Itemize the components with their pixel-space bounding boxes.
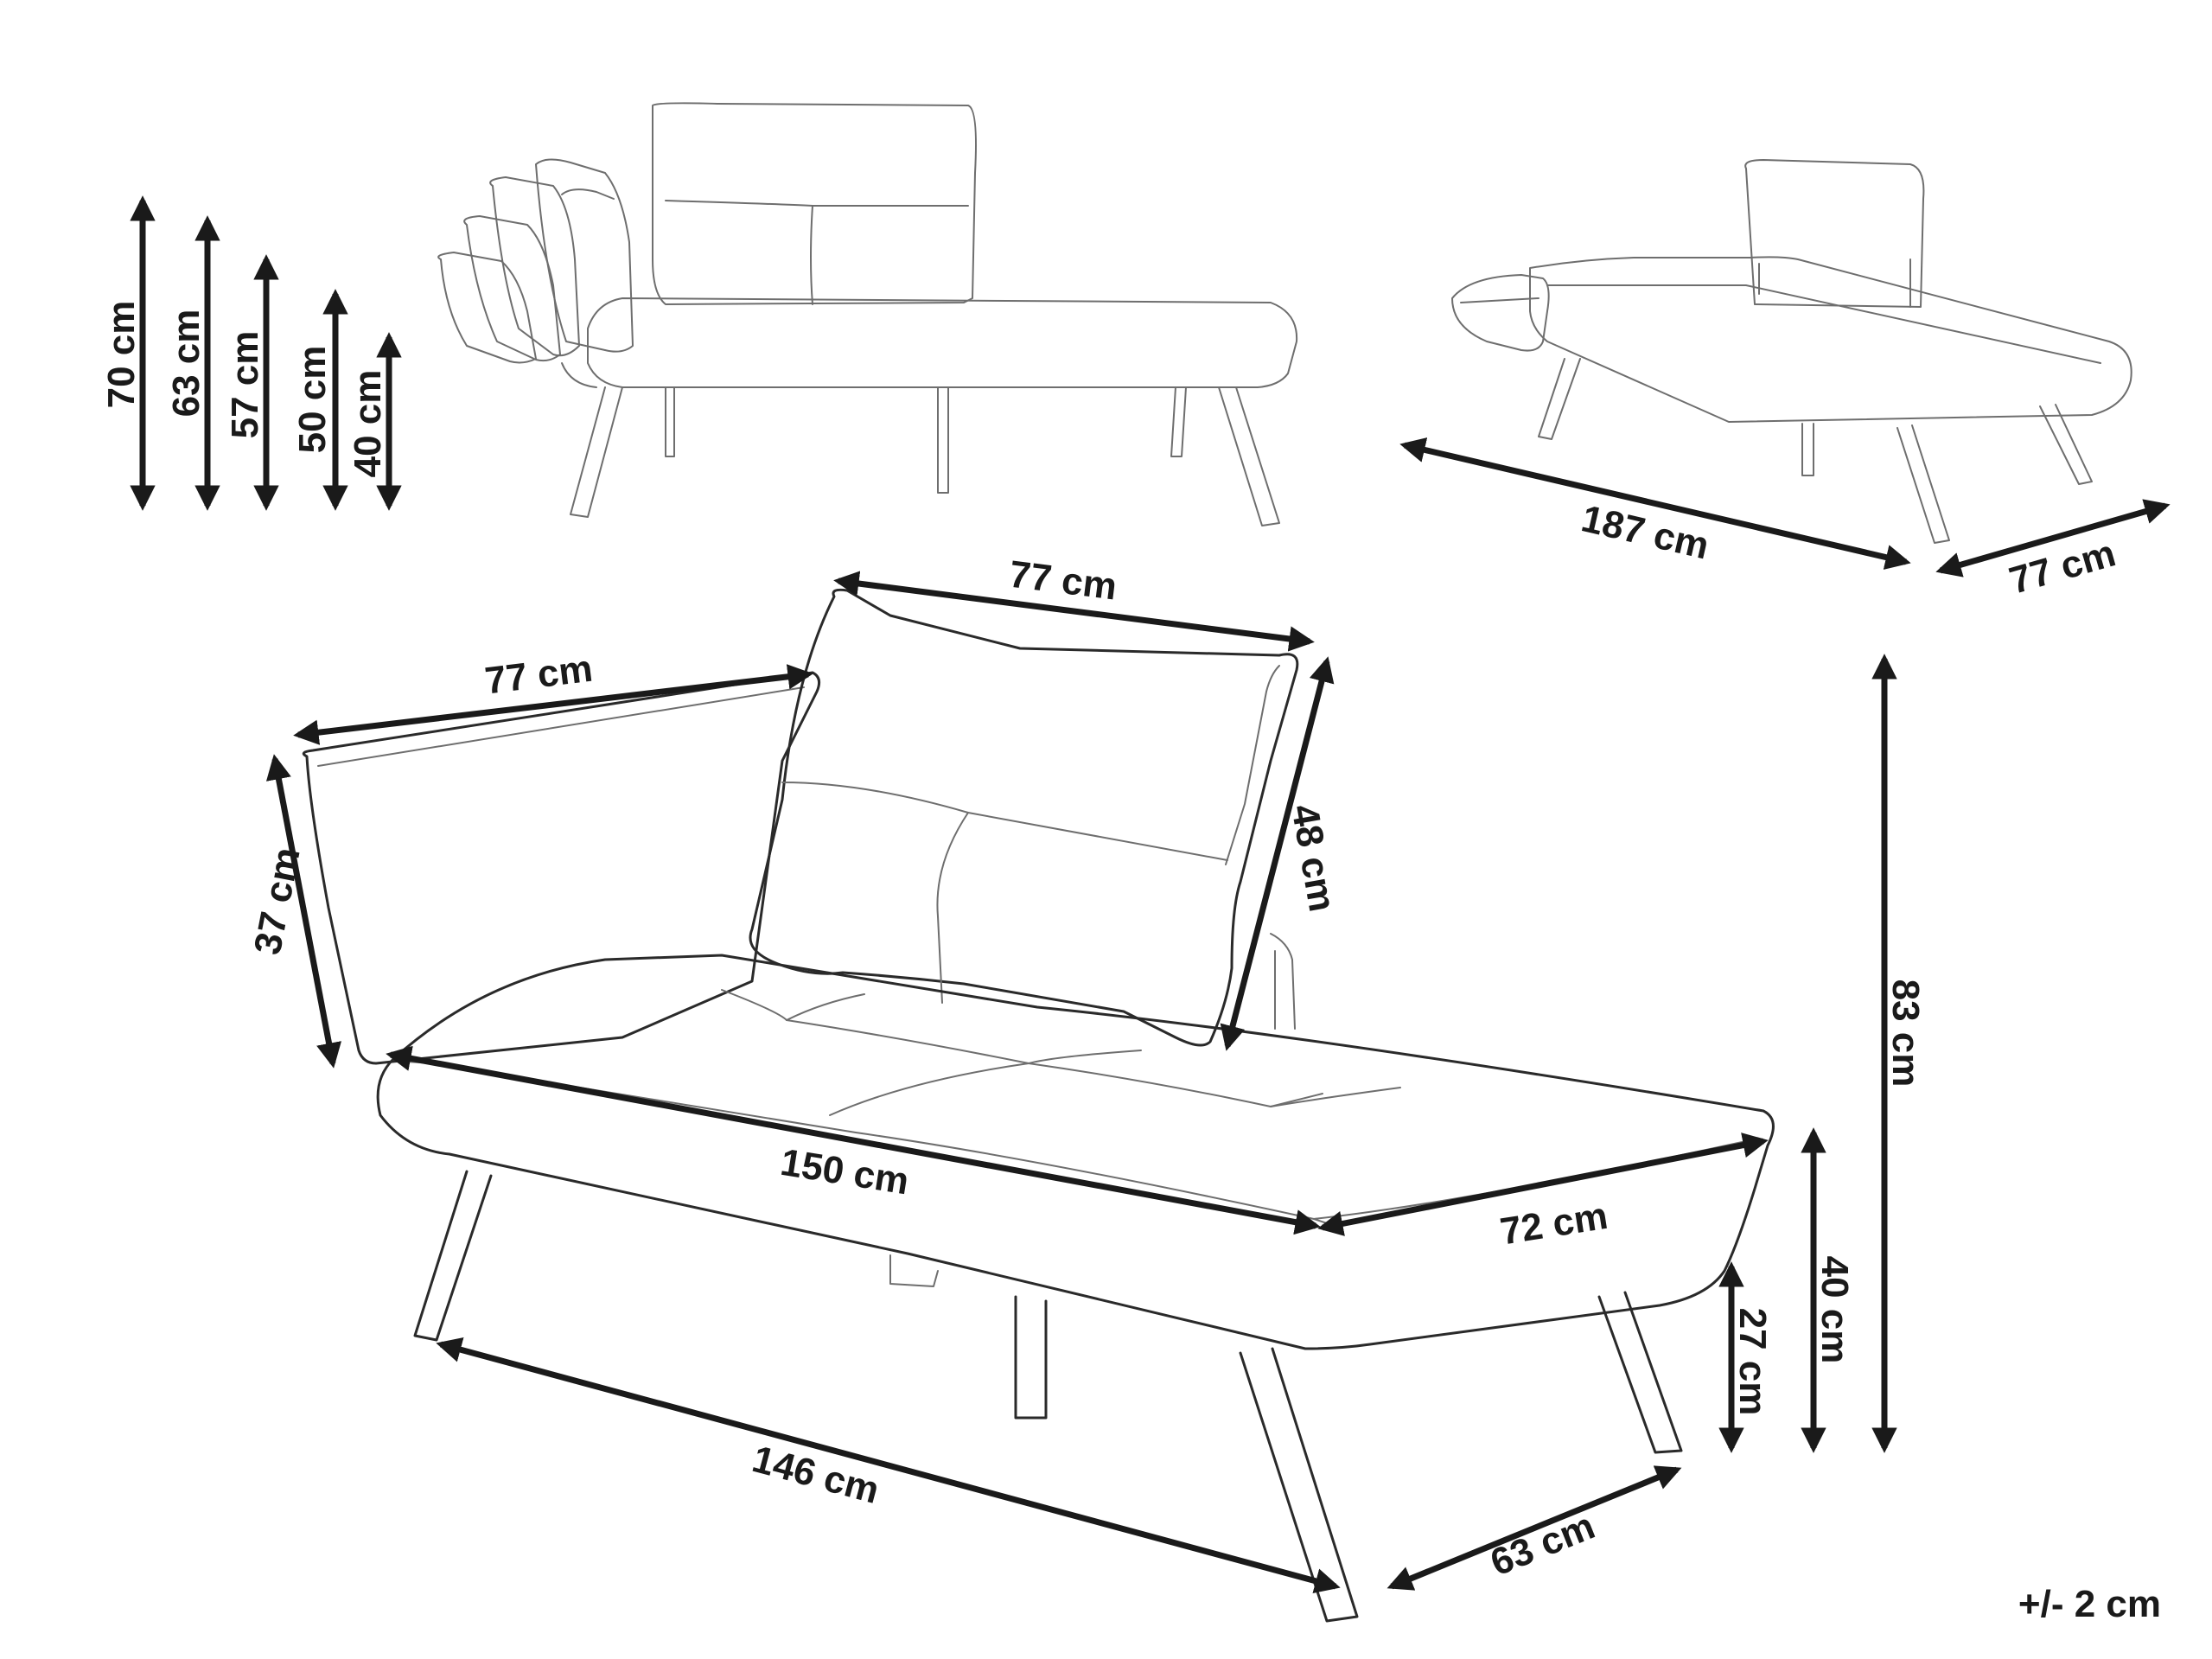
height-40-top-label: 40 cm	[347, 370, 389, 478]
side-view-sofa	[437, 102, 1298, 526]
armrest-height-37-arrow	[265, 754, 342, 1069]
height-63-label: 63 cm	[165, 309, 207, 418]
base-depth-63-label: 63 cm	[1485, 1504, 1601, 1584]
seat-height-40-label: 40 cm	[1814, 1256, 1856, 1364]
cushion-height-48-arrow	[1220, 656, 1335, 1051]
height-70-label: 70 cm	[100, 301, 143, 409]
length-187-arrow	[1399, 437, 1911, 570]
seat-length-150-arrow	[386, 1045, 1321, 1235]
cushion-width-77-arrow	[833, 571, 1315, 652]
base-depth-63-arrow	[1386, 1465, 1682, 1591]
base-length-146-arrow	[436, 1337, 1341, 1594]
cushion-width-77-label: 77 cm	[1007, 553, 1119, 609]
tolerance-note: +/- 2 cm	[2018, 1583, 2161, 1625]
main-view-sofa	[302, 588, 1775, 1623]
height-57-label: 57 cm	[224, 331, 266, 439]
height-arrows	[130, 195, 402, 511]
total-height-83-label: 83 cm	[1884, 979, 1927, 1088]
depth-77-top-label: 77 cm	[2005, 532, 2120, 602]
flat-view-sofa	[1451, 159, 2132, 544]
cushion-height-48-label: 48 cm	[1283, 801, 1343, 915]
length-187-label: 187 cm	[1578, 497, 1712, 567]
seat-depth-72-label: 72 cm	[1497, 1195, 1610, 1254]
seat-depth-72-arrow	[1317, 1133, 1769, 1236]
depth-77-top-arrow	[1935, 499, 2171, 577]
armrest-width-77-label: 77 cm	[482, 648, 595, 703]
height-50-label: 50 cm	[291, 346, 334, 454]
armrest-width-77-arrow	[293, 664, 813, 745]
leg-height-27-label: 27 cm	[1731, 1308, 1774, 1416]
